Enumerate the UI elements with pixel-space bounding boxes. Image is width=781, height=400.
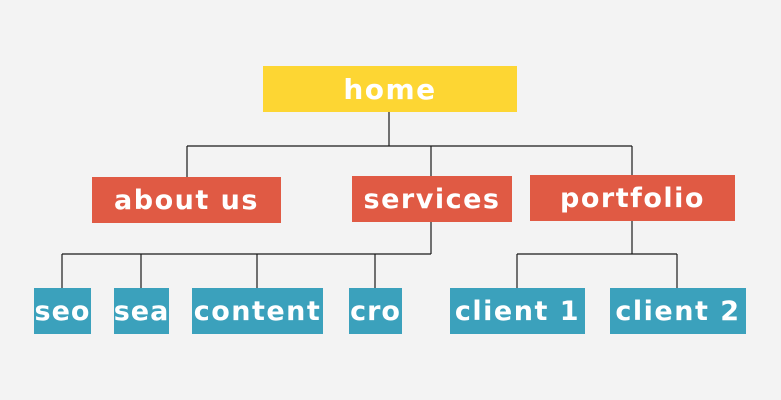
node-home: home	[263, 66, 517, 112]
node-seo: seo	[34, 288, 91, 334]
node-client-2: client 2	[610, 288, 746, 334]
node-services: services	[352, 176, 512, 222]
node-portfolio: portfolio	[530, 175, 735, 221]
node-about-us: about us	[92, 177, 281, 223]
node-client-1: client 1	[450, 288, 585, 334]
node-sea: sea	[114, 288, 169, 334]
node-cro: cro	[349, 288, 402, 334]
node-content: content	[192, 288, 323, 334]
